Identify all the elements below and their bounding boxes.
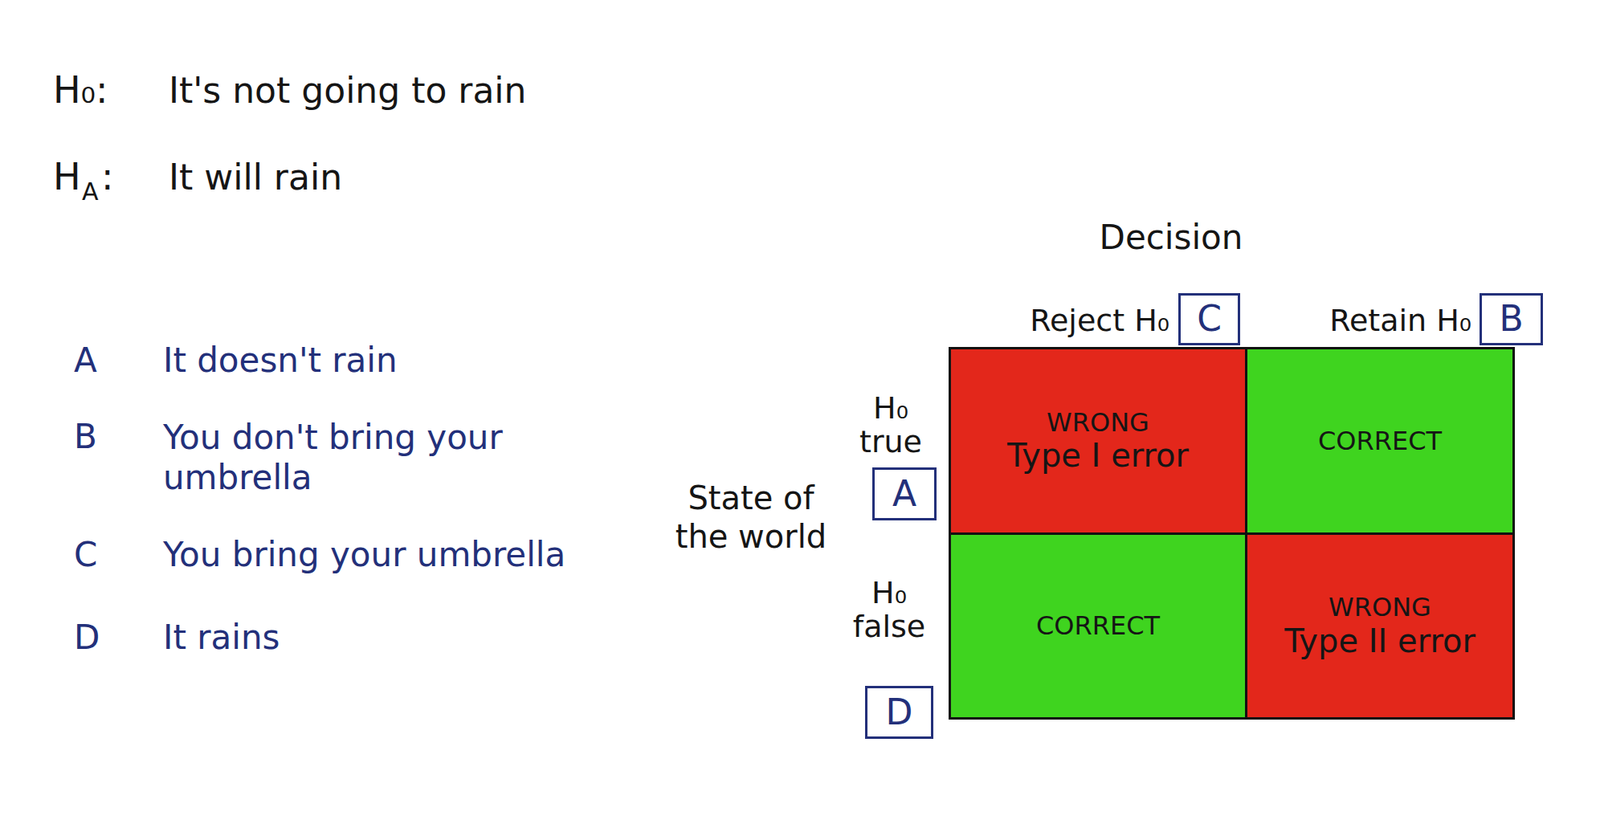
option-letter: B (73, 417, 98, 457)
option-text: It rains (163, 618, 280, 658)
option-letter: A (73, 341, 98, 380)
column-header: Retain H₀ (1228, 303, 1472, 339)
option-text: It doesn't rain (163, 341, 398, 380)
answer-box: B (1479, 293, 1543, 346)
cell-heading: WRONG (1328, 592, 1432, 623)
error-cell: WRONGType II error (1244, 532, 1515, 720)
error-cell: WRONGType I error (948, 346, 1248, 535)
answer-letter: A (892, 473, 917, 515)
option-text: You don't bring your umbrella (163, 417, 581, 499)
hypothesis-symbol: H₀: (53, 69, 109, 112)
answer-box: D (865, 685, 934, 739)
correct-cell: CORRECT (948, 532, 1248, 720)
row-header: H₀ true (842, 391, 939, 460)
option-letter: C (73, 535, 98, 575)
hypothesis-text: It will rain (168, 157, 343, 199)
row-header: H₀ false (839, 576, 939, 645)
axis-title: State of the world (666, 478, 836, 556)
answer-box: A (872, 467, 937, 521)
hypothesis-colon: : (101, 155, 115, 199)
hypothesis-text: It's not going to rain (168, 70, 527, 112)
cell-text: Type II error (1284, 622, 1476, 660)
hypothesis-subscript: A (81, 178, 99, 207)
hypothesis-symbol: H (53, 155, 82, 199)
cell-heading: CORRECT (1318, 426, 1442, 457)
cell-heading: CORRECT (1036, 611, 1160, 641)
cell-text: Type I error (1007, 436, 1189, 474)
answer-letter: C (1196, 298, 1222, 340)
axis-title: Decision (1074, 218, 1268, 258)
answer-letter: B (1498, 298, 1523, 340)
column-header: Reject H₀ (923, 303, 1170, 339)
correct-cell: CORRECT (1244, 346, 1515, 535)
answer-letter: D (885, 692, 914, 734)
option-letter: D (73, 618, 100, 658)
option-text: You bring your umbrella (163, 535, 566, 575)
cell-heading: WRONG (1046, 408, 1150, 438)
answer-box: C (1178, 293, 1241, 346)
